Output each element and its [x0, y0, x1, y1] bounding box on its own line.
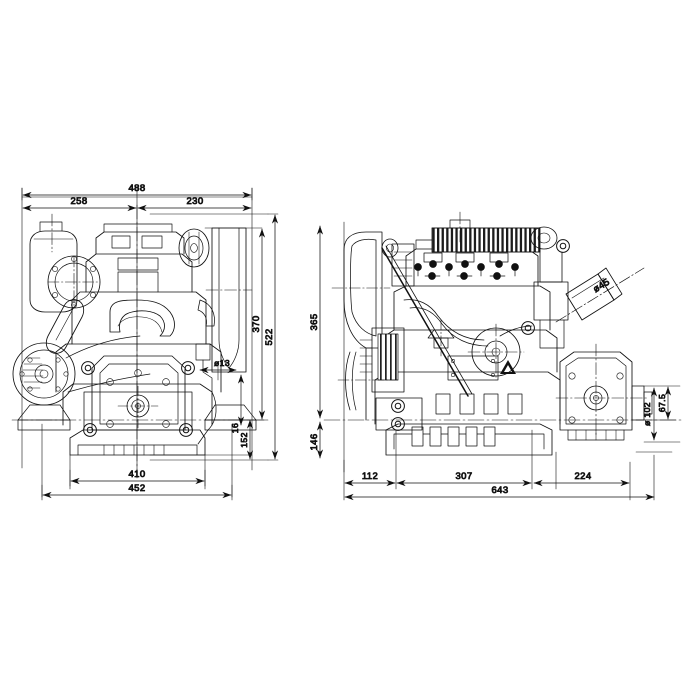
dim-label-522: 522 — [264, 328, 275, 345]
dim-label-152: 152 — [239, 432, 249, 448]
tower-cap — [381, 238, 399, 258]
exhaust-centerline — [555, 267, 645, 323]
dim-label-d13: ø13 — [214, 358, 230, 368]
engine-base-rail — [69, 429, 206, 456]
front-view-group: 488 258 230 — [11, 183, 279, 501]
nameplate-corner-holes — [451, 359, 495, 377]
dim-front-overall-height — [267, 213, 279, 461]
front-view-witness-lines — [21, 187, 269, 498]
mount-bolt-left-upper — [391, 399, 405, 413]
dim-label-643: 643 — [491, 485, 508, 496]
fuel-line-lower — [409, 307, 489, 347]
intake-manifold — [117, 271, 159, 293]
exhaust-flange — [597, 267, 623, 301]
dim-label-258: 258 — [70, 196, 87, 207]
valve-cover-detail — [117, 257, 159, 271]
oil-cooler-tube — [45, 299, 85, 354]
dipstick-tube — [381, 247, 469, 397]
exhaust-riser-base — [533, 281, 569, 321]
rear-bracket — [539, 247, 563, 283]
raw-water-pump-wheel — [530, 226, 558, 250]
gearbox-housing — [91, 355, 186, 431]
damper-centerlines — [467, 323, 525, 381]
crankcase-lower — [62, 383, 213, 426]
filler-cap — [39, 221, 63, 232]
timing-cover — [350, 238, 377, 337]
drive-belt-upper — [65, 335, 141, 359]
dim-label-307: 307 — [455, 471, 472, 482]
dim-front-overall-width — [21, 187, 253, 201]
dim-label-d102: ø 102 — [642, 402, 652, 426]
fuel-fitting — [521, 321, 535, 335]
coolant-hose — [197, 299, 215, 327]
pump-mount-lug — [556, 239, 570, 253]
dim-label-675: 67.5 — [657, 394, 667, 412]
heat-exchanger-drum — [211, 227, 247, 373]
dim-label-410: 410 — [128, 469, 145, 480]
drive-belt-lower — [67, 373, 151, 393]
output-flange — [631, 385, 645, 421]
mounting-foot-left — [17, 419, 71, 431]
heat-exchanger-fins — [431, 227, 541, 253]
dim-label-370: 370 — [251, 315, 262, 332]
alternator-body — [371, 327, 405, 393]
dim-front-hole-diameter — [199, 363, 237, 381]
gearbox-centerlines — [117, 385, 159, 429]
dim-label-230: 230 — [186, 196, 203, 207]
pulley-detail-hatch — [19, 357, 69, 392]
dim-label-488: 488 — [128, 183, 145, 194]
tappet-bosses — [435, 393, 523, 415]
gearbox-output-centerline — [555, 343, 649, 437]
dim-label-146: 146 — [309, 433, 320, 450]
cylinder-block — [71, 291, 207, 345]
return-hose — [197, 391, 217, 445]
injector-row — [414, 252, 519, 280]
marine-gearbox — [559, 351, 633, 431]
idler-lug-right — [181, 361, 195, 375]
block-nameplate — [447, 355, 499, 381]
oil-pan-ribs — [103, 444, 165, 456]
fuel-line-upper — [403, 299, 485, 341]
dim-side-overall-length — [344, 454, 655, 501]
alternator-fan — [178, 228, 210, 268]
sump-cooling-slots — [411, 426, 496, 447]
dim-label-452: 452 — [128, 483, 145, 494]
thermostat-housing — [195, 343, 211, 361]
side-mount-bracket-left — [375, 397, 423, 431]
dim-front-base-width — [41, 484, 233, 501]
gearbox-bolts — [568, 372, 624, 424]
front-cover-outline — [343, 249, 367, 421]
injector-block-2 — [141, 235, 163, 249]
gearbox-bolt-circle — [106, 369, 170, 428]
side-view-group: 365 146 — [309, 211, 685, 501]
front-belt-inner — [351, 351, 357, 411]
alternator-fins — [377, 333, 399, 381]
dim-label-16: 16 — [230, 423, 240, 433]
side-cylinder-block — [381, 329, 558, 373]
dim-label-224: 224 — [574, 471, 591, 482]
oil-filter-canister — [29, 230, 78, 313]
dim-label-112: 112 — [362, 471, 378, 482]
exchanger-inner-tube — [218, 227, 240, 369]
dim-front-mount-span — [69, 469, 206, 487]
rocker-cover — [95, 231, 185, 255]
alternator-vent-slots — [359, 339, 373, 373]
fuel-return-line — [499, 325, 533, 337]
side-cylinder-head — [393, 285, 551, 331]
front-belt-outer — [345, 351, 351, 411]
injector-block-1 — [111, 235, 131, 249]
thermostat-tower — [391, 243, 415, 287]
exhaust-elbow — [109, 299, 175, 337]
cylinder-head — [85, 253, 193, 293]
dim-label-365: 365 — [309, 313, 320, 330]
